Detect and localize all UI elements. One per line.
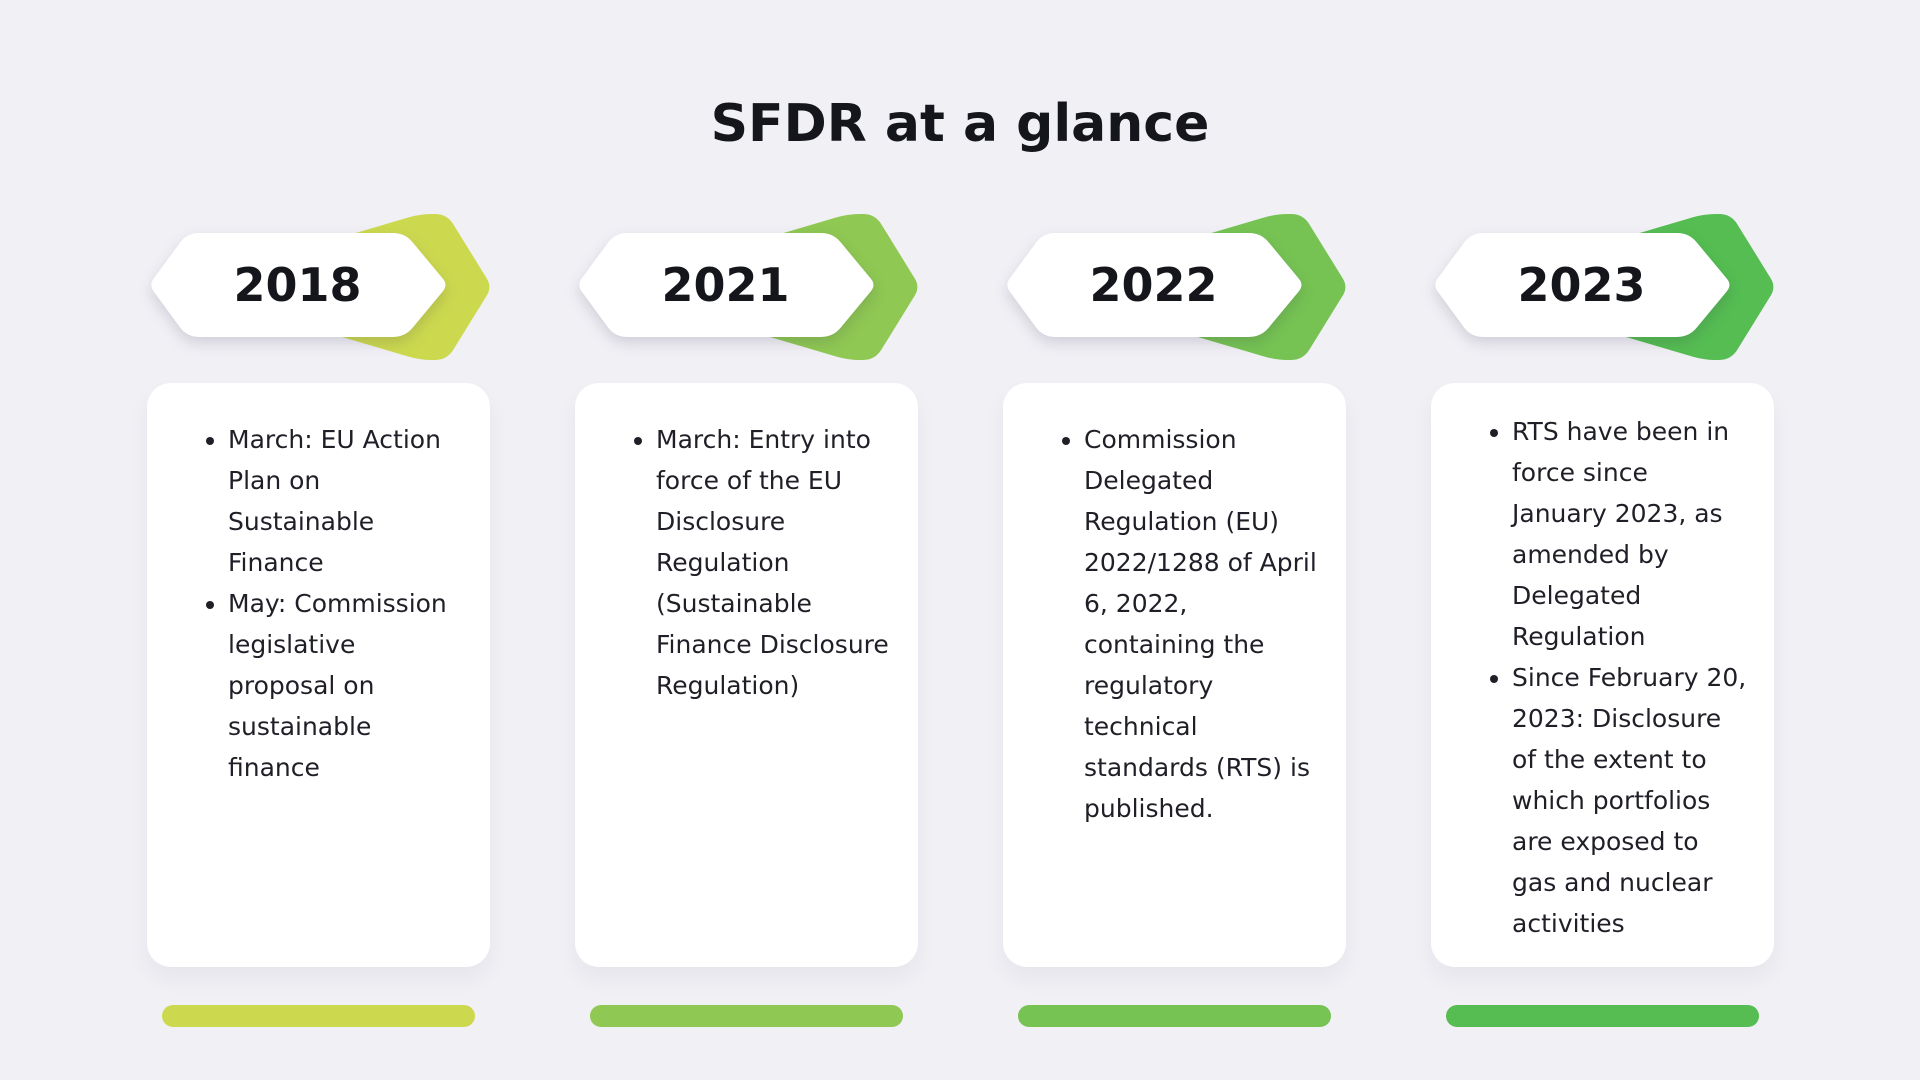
- accent-bar: [1446, 1005, 1759, 1027]
- accent-bar: [162, 1005, 475, 1027]
- chevron-arrow-icon: [1007, 214, 1346, 360]
- bullet-item: May: Commission legislative proposal on …: [228, 583, 466, 788]
- bullet-item: March: Entry into force of the EU Disclo…: [656, 419, 894, 706]
- accent-bar-fill: [590, 1005, 903, 1027]
- accent-bar: [590, 1005, 903, 1027]
- timeline-column-2018: 2018 March: EU Action Plan on Sustainabl…: [147, 208, 490, 1027]
- bullet-list: March: EU Action Plan on Sustainable Fin…: [147, 419, 466, 788]
- accent-bar-fill: [1446, 1005, 1759, 1027]
- year-banner: 2021: [575, 208, 918, 368]
- accent-bar-fill: [162, 1005, 475, 1027]
- bullet-item: March: EU Action Plan on Sustainable Fin…: [228, 419, 466, 583]
- accent-bar: [1018, 1005, 1331, 1027]
- year-banner: 2023: [1431, 208, 1774, 368]
- bullet-list: RTS have been in force since January 202…: [1431, 411, 1750, 944]
- accent-bar-fill: [1018, 1005, 1331, 1027]
- year-label: 2023: [1517, 258, 1646, 312]
- banner-white-shape: [151, 233, 446, 337]
- chevron-arrow-icon: [151, 214, 490, 360]
- timeline: 2018 March: EU Action Plan on Sustainabl…: [147, 208, 1774, 1027]
- year-card: March: EU Action Plan on Sustainable Fin…: [147, 383, 490, 967]
- year-label: 2018: [233, 258, 362, 312]
- year-label: 2021: [661, 258, 790, 312]
- bullet-item: Since February 20, 2023: Disclosure of t…: [1512, 657, 1750, 944]
- year-card: March: Entry into force of the EU Disclo…: [575, 383, 918, 967]
- page-title: SFDR at a glance: [710, 94, 1210, 154]
- year-label: 2022: [1089, 258, 1218, 312]
- banner-white-shape: [1435, 233, 1730, 337]
- timeline-column-2023: 2023 RTS have been in force since Januar…: [1431, 208, 1774, 1027]
- year-banner: 2018: [147, 208, 490, 368]
- chevron-arrow-icon: [1435, 214, 1774, 360]
- year-card: RTS have been in force since January 202…: [1431, 383, 1774, 967]
- timeline-column-2022: 2022 Commission Delegated Regulation (EU…: [1003, 208, 1346, 1027]
- bullet-item: Commission Delegated Regulation (EU) 202…: [1084, 419, 1322, 829]
- banner-white-shape: [1007, 233, 1302, 337]
- chevron-arrow-icon: [579, 214, 918, 360]
- bullet-list: Commission Delegated Regulation (EU) 202…: [1003, 419, 1322, 829]
- timeline-column-2021: 2021 March: Entry into force of the EU D…: [575, 208, 918, 1027]
- year-banner: 2022: [1003, 208, 1346, 368]
- bullet-item: RTS have been in force since January 202…: [1512, 411, 1750, 657]
- year-card: Commission Delegated Regulation (EU) 202…: [1003, 383, 1346, 967]
- banner-white-shape: [579, 233, 874, 337]
- bullet-list: March: Entry into force of the EU Disclo…: [575, 419, 894, 706]
